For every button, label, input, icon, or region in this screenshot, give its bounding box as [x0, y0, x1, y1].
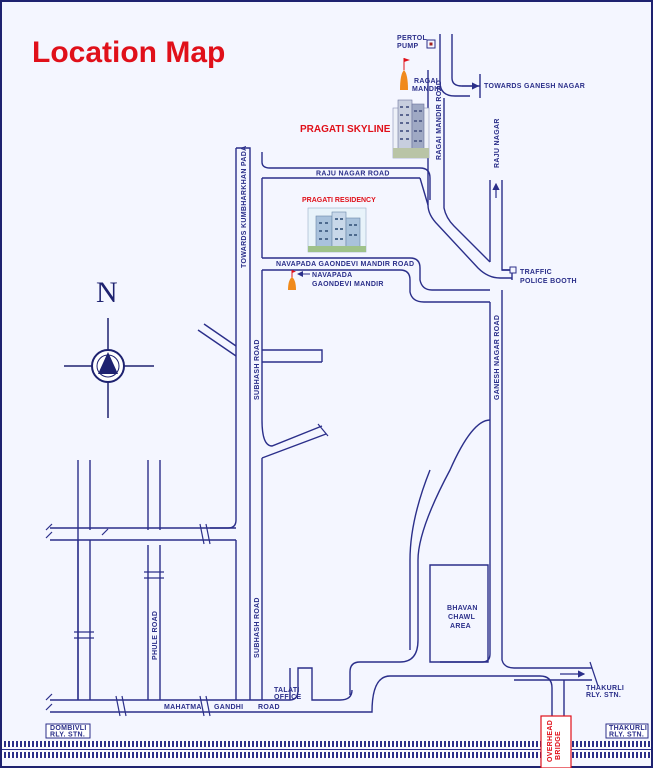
mg-road-label-2: GANDHI — [214, 704, 243, 711]
bhavan-chawl-label-3: AREA — [450, 623, 471, 630]
mg-road-label-1: MAHATMA — [164, 704, 202, 711]
raju-nagar-road-label: RAJU NAGAR ROAD — [316, 171, 390, 178]
road-network — [50, 34, 592, 740]
pragati-residency-building-icon — [307, 207, 367, 253]
ganesh-nagar-road-label: GANESH NAGAR ROAD — [494, 315, 501, 400]
kumbharkhan-pada-label: TOWARDS KUMBHARKHAN PADA — [241, 146, 248, 268]
pragati-skyline-label: PRAGATI SKYLINE — [300, 124, 391, 135]
bhavan-chawl-label-2: CHAWL — [448, 614, 476, 621]
dombivli-station-box — [45, 723, 91, 739]
navapada-mandir-temple-icon — [288, 270, 296, 290]
navapada-mandir-label-2: GAONDEVI MANDIR — [312, 281, 384, 288]
subhash-road-upper-label: SUBHASH ROAD — [254, 339, 261, 400]
talati-office-label-2: OFFICE — [274, 694, 301, 701]
thakurli-station-label-1: THAKURLI — [609, 725, 647, 732]
traffic-booth-icon — [509, 266, 517, 274]
thakurli-station-box — [605, 723, 649, 739]
compass-needle-icon — [98, 352, 118, 374]
ragai-mandir-label-1: RAGAI — [414, 78, 438, 85]
overhead-bridge-box — [540, 715, 572, 768]
bhavan-chawl-label-1: BHAVAN — [447, 605, 478, 612]
ragai-mandir-road-label: RAGAI MANDIR ROAD — [436, 80, 443, 160]
pragati-skyline-building-icon — [392, 99, 430, 159]
mg-road-label-3: ROAD — [258, 704, 280, 711]
ragai-mandir-temple-icon — [400, 58, 410, 90]
overhead-bridge-label-2: BRIDGE — [555, 731, 562, 760]
compass-north-label: N — [96, 276, 118, 309]
petrol-pump-label-1: PERTOL — [397, 35, 427, 42]
map-title: Location Map — [32, 36, 225, 69]
navapada-mandir-label-1: NAVAPADA — [312, 272, 353, 279]
pragati-residency-label: PRAGATI RESIDENCY — [302, 197, 376, 204]
subhash-road-lower-label: SUBHASH ROAD — [254, 597, 261, 658]
compass-rose: N — [64, 276, 154, 418]
phule-road-label: PHULE ROAD — [152, 611, 159, 660]
ragai-mandir-label-2: MANDIR — [412, 86, 442, 93]
thakurli-arrow-label-1: THAKURLI — [586, 685, 624, 692]
talati-office-label-1: TALATI — [274, 687, 300, 694]
petrol-pump-label-2: PUMP — [397, 43, 418, 50]
traffic-booth-label-1: TRAFFIC — [520, 269, 552, 276]
road-break-marks — [45, 423, 599, 717]
towards-ganesh-nagar-label: TOWARDS GANESH NAGAR — [484, 83, 585, 90]
traffic-booth-label-2: POLICE BOOTH — [520, 278, 577, 285]
dombivli-station-label-1: DOMBIVLI — [50, 725, 87, 732]
dombivli-station-label-2: RLY. STN. — [50, 732, 85, 739]
overhead-bridge-label-1: OVERHEAD — [547, 720, 554, 762]
thakurli-station-label-2: RLY. STN. — [609, 732, 644, 739]
navapada-road-label: NAVAPADA GAONDEVI MANDIR ROAD — [276, 261, 414, 268]
raju-nagar-label: RAJU NAGAR — [494, 118, 501, 168]
thakurli-arrow-label-2: RLY. STN. — [586, 692, 621, 699]
direction-arrows — [297, 82, 586, 678]
